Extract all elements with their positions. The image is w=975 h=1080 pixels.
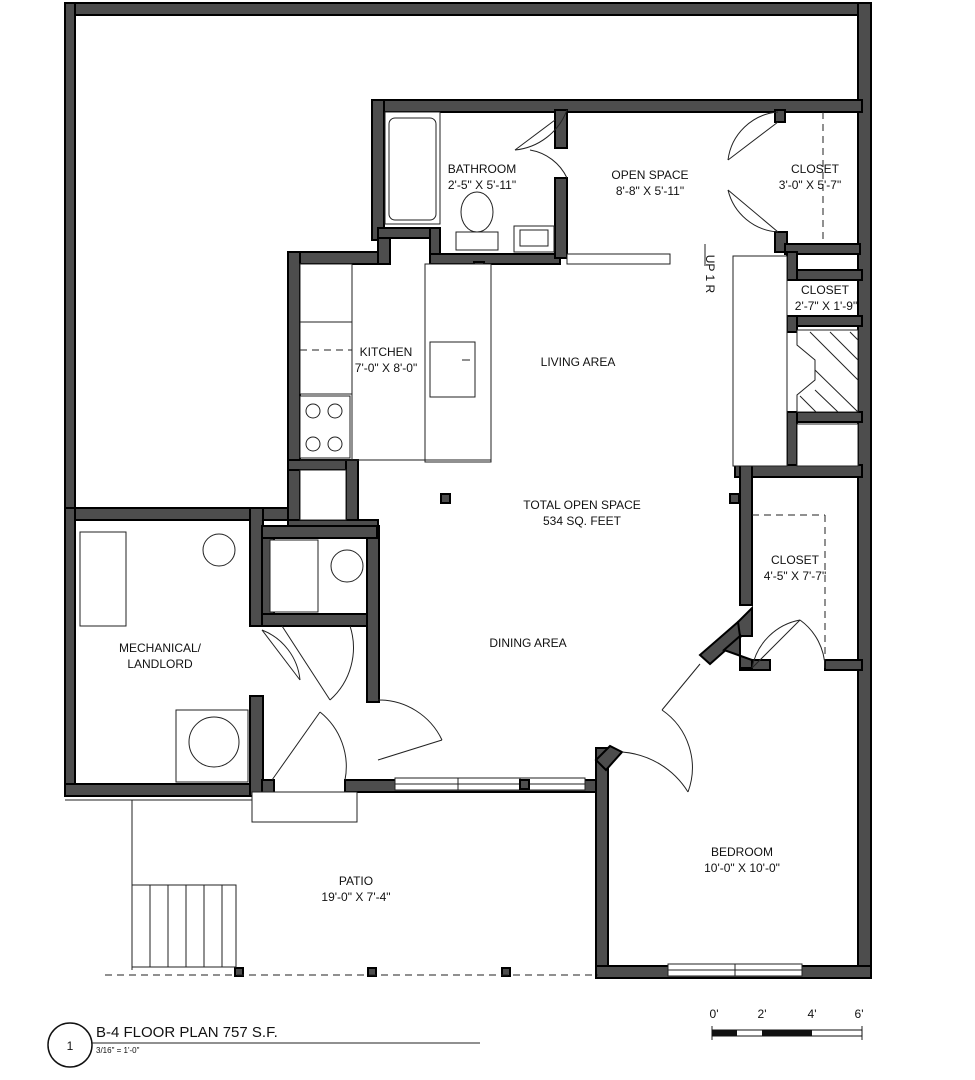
stairs-icon	[131, 884, 237, 968]
bathroom-size: 2'-5" X 5'-11"	[448, 178, 516, 192]
scale-tick-2: 2'	[758, 1007, 767, 1021]
plan-title: B-4 FLOOR PLAN 757 S.F.	[96, 1024, 278, 1041]
living-area-label: LIVING AREA	[541, 355, 616, 369]
bedroom-size: 10'-0" X 10'-0"	[704, 861, 780, 875]
bathroom-label: BATHROOM	[448, 162, 516, 176]
mechanical-label-line1: MECHANICAL/	[119, 641, 202, 655]
posts	[234, 493, 740, 977]
plan-number-circle	[47, 1022, 93, 1068]
closet-small-size: 2'-7" X 1'-9"	[795, 299, 857, 313]
stair-note: UP 1 R	[703, 255, 717, 294]
kitchen-label: KITCHEN	[360, 345, 413, 359]
walls	[64, 2, 872, 979]
bedroom-label: BEDROOM	[711, 845, 773, 859]
mechanical-label-line2: LANDLORD	[127, 657, 193, 671]
fireplace	[796, 329, 859, 467]
closet-top-label: CLOSET	[791, 162, 840, 176]
water-heater-icon	[202, 533, 236, 567]
scale-note: 3/16" = 1'-0"	[96, 1046, 140, 1055]
scale-tick-4: 4'	[808, 1007, 817, 1021]
furnace-icon	[188, 716, 240, 768]
closet-right-label: CLOSET	[771, 553, 820, 567]
kitchen-size: 7'-0" X 8'-0"	[355, 361, 417, 375]
dining-area-label: DINING AREA	[489, 636, 566, 650]
dryer-icon	[330, 549, 364, 583]
patio-label: PATIO	[339, 874, 373, 888]
patio	[65, 791, 598, 976]
patio-size: 19'-0" X 7'-4"	[321, 890, 390, 904]
open-space-size: 8'-8" X 5'-11"	[616, 184, 684, 198]
kitchen-sink-icon	[429, 341, 476, 398]
bathroom-fixtures	[384, 111, 555, 253]
open-space-label: OPEN SPACE	[611, 168, 688, 182]
closet-right-size: 4'-5" X 7'-7"	[764, 569, 826, 583]
total-open-space-size: 534 SQ. FEET	[543, 514, 622, 528]
total-open-space-label: TOTAL OPEN SPACE	[523, 498, 641, 512]
plan-number: 1	[67, 1039, 74, 1053]
room-labels: BATHROOM 2'-5" X 5'-11" OPEN SPACE 8'-8"…	[119, 162, 857, 904]
scale-tick-0: 0'	[710, 1007, 719, 1021]
scale-bar: 0' 2' 4' 6'	[710, 1007, 864, 1040]
closet-small-label: CLOSET	[801, 283, 850, 297]
toilet-icon	[460, 191, 494, 233]
mechanical-unit-icon	[79, 531, 127, 627]
appliances	[79, 469, 364, 783]
washer-icon	[269, 539, 319, 613]
scale-tick-6: 6'	[855, 1007, 864, 1021]
closet-top-size: 3'-0" X 5'-7"	[779, 178, 841, 192]
kitchen-fixtures	[299, 253, 788, 467]
title-block: 1 B-4 FLOOR PLAN 757 S.F. 3/16" = 1'-0"	[47, 1022, 480, 1068]
windows	[394, 777, 803, 977]
